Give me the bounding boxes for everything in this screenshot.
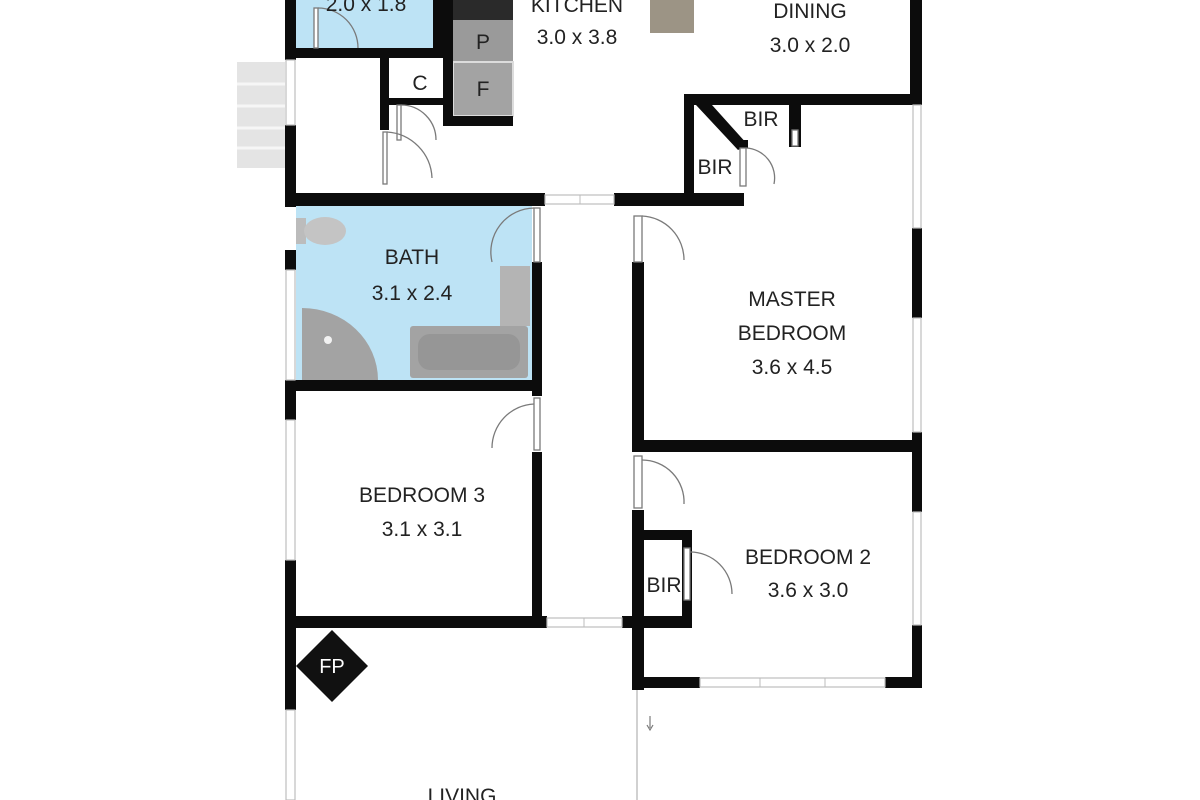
fireplace-label: FP — [319, 656, 345, 678]
shower-drain — [324, 336, 332, 344]
kitchen-island — [650, 0, 694, 33]
fireplace — [296, 630, 368, 702]
kitchen-dimensions: 3.0 x 3.8 — [537, 26, 618, 49]
cupboard-label: C — [412, 72, 427, 95]
dining-name: DINING — [773, 0, 847, 23]
bath-dimensions: 3.1 x 2.4 — [372, 282, 453, 305]
bedroom2-dimensions: 3.6 x 3.0 — [768, 579, 849, 602]
bathtub-inner — [418, 334, 520, 370]
living-name: LIVING — [428, 785, 497, 800]
bir-bedroom2-label: BIR — [646, 574, 681, 597]
kitchen-cooktop — [453, 0, 513, 20]
pantry-label: P — [476, 31, 490, 54]
fridge-label: F — [477, 78, 490, 101]
bir-master-top-label: BIR — [743, 108, 778, 131]
windows — [285, 59, 922, 800]
bedroom3-name: BEDROOM 3 — [359, 484, 485, 507]
kitchen-name: KITCHEN — [531, 0, 623, 17]
bir-master-side-label: BIR — [697, 156, 732, 179]
pantry-cupboard — [453, 20, 513, 62]
shower-base — [302, 308, 378, 380]
bedroom3-dimensions: 3.1 x 3.1 — [382, 518, 463, 541]
doors — [313, 7, 799, 800]
master-bedroom-dimensions: 3.6 x 4.5 — [752, 356, 833, 379]
master-bedroom-name-1: MASTER — [748, 288, 836, 311]
toilet-bowl — [304, 217, 346, 245]
entry-steps — [237, 62, 285, 168]
walls — [285, 0, 922, 710]
laundry-dimensions: 2.0 x 1.8 — [326, 0, 407, 16]
dining-dimensions: 3.0 x 2.0 — [770, 34, 851, 57]
bedroom2-name: BEDROOM 2 — [745, 546, 871, 569]
bath-name: BATH — [385, 246, 439, 269]
toilet-cistern — [296, 218, 306, 244]
vanity — [500, 266, 530, 326]
fridge-space — [452, 61, 514, 117]
master-bedroom-name-2: BEDROOM — [738, 322, 847, 345]
